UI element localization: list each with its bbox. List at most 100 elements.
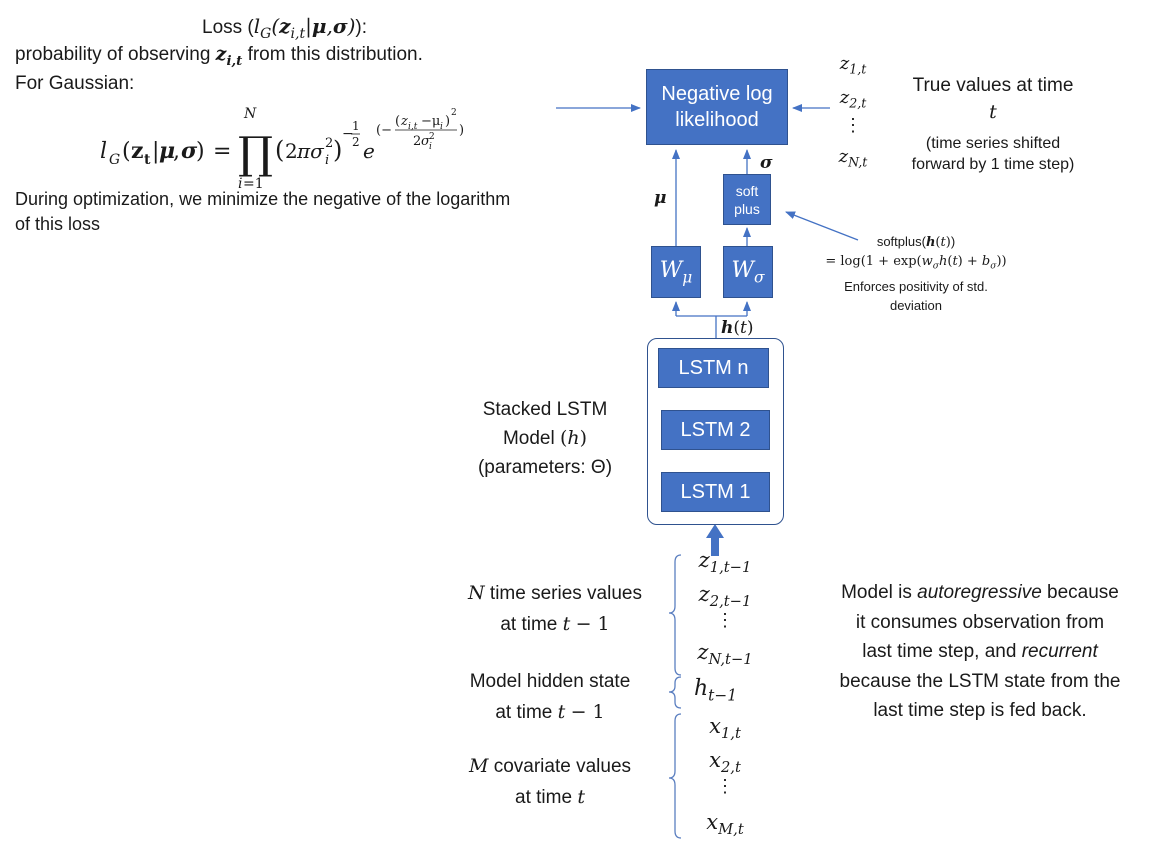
svg-text:(: (	[122, 139, 131, 164]
true-values-list: z1,t z2,t ⋮ zN,t	[833, 50, 873, 177]
svg-text:): )	[459, 123, 464, 138]
loss-note-line1: During optimization, we minimize the neg…	[15, 189, 511, 209]
svg-text:): )	[333, 136, 342, 164]
w-sigma-label: Wσ	[731, 257, 765, 287]
input-x1: x1,t	[709, 714, 741, 743]
input-h: ht−1	[694, 676, 738, 705]
ht-label: h(t)	[721, 318, 754, 338]
softplus-line1: soft	[735, 182, 759, 199]
svg-text:(−: (−	[376, 123, 392, 138]
loss-title: Loss (lG(zi,t|μ,σ)):	[202, 14, 367, 42]
svg-text:μ: μ	[159, 138, 175, 164]
svg-text:=: =	[213, 139, 231, 164]
svg-text:,: ,	[173, 139, 180, 164]
svg-text:l: l	[100, 139, 107, 164]
mu-label: μ	[654, 188, 667, 208]
svg-text:i: i	[429, 142, 432, 152]
input-to-lstm-arrow	[706, 524, 724, 556]
svg-text:i: i	[440, 122, 443, 132]
true-z2: z2,t	[839, 86, 867, 111]
true-values-title-line2: t	[989, 101, 997, 123]
svg-text:e: e	[363, 139, 375, 163]
softplus-note-line3: Enforces positivity of std.	[844, 278, 988, 294]
lstm-label-line1: Stacked LSTM	[482, 399, 608, 420]
svg-text:2: 2	[451, 108, 457, 118]
svg-text:i: i	[238, 176, 242, 192]
brace-timeseries	[668, 554, 682, 676]
svg-text:∏: ∏	[238, 128, 273, 179]
input-zn: zN,t−1	[697, 640, 753, 669]
w-mu-label: Wμ	[659, 257, 693, 287]
model-note-line4: because the LSTM state from the	[839, 670, 1121, 692]
w-sigma-box: Wσ	[723, 246, 773, 298]
label-hidden-line2: at time t − 1	[495, 701, 605, 723]
input-ts-list: z1,t−1 z2,t−1 ⋮ zN,t−1	[685, 548, 765, 668]
svg-text:t: t	[144, 152, 151, 168]
loss-line1-var: zi,t	[215, 43, 243, 69]
model-note: Model is autoregressive because it consu…	[808, 578, 1152, 726]
svg-text:|: |	[152, 139, 159, 164]
loss-line1-post: from this distribution.	[242, 44, 423, 65]
svg-text:2: 2	[325, 136, 333, 151]
softplus-note-line4: deviation	[889, 297, 943, 313]
lstm-n-label: LSTM n	[678, 357, 749, 379]
label-covariates-line2: at time t	[515, 786, 585, 808]
softplus-note-line2: = log(1 + exp(wσh(t) + bσ))	[825, 254, 1007, 272]
model-note-line1: Model is autoregressive because	[841, 582, 1119, 603]
softplus-note: softplus(h(t)) = log(1 + exp(wσh(t) + bσ…	[800, 232, 1032, 315]
svg-text:2: 2	[429, 132, 435, 142]
gaussian-formula: l G ( z t | μ , σ ) = N ∏ i=1 ( 2 πσ i 2…	[100, 106, 464, 192]
true-zn: zN,t	[838, 146, 868, 170]
svg-text:(: (	[275, 136, 284, 164]
loss-line1: probability of observing zi,t from this …	[15, 43, 423, 69]
svg-text:2: 2	[285, 139, 298, 163]
svg-text:2: 2	[413, 134, 421, 149]
input-z2: z2,t−1	[698, 582, 752, 611]
nll-line2: likelihood	[675, 109, 759, 131]
softplus-note-arrow	[785, 211, 859, 241]
softplus-line2: plus	[734, 200, 760, 217]
label-covariates-line1: M covariate values	[468, 755, 632, 777]
input-z1: z1,t−1	[698, 548, 752, 577]
input-z-dots: ⋮	[716, 610, 734, 631]
label-timeseries: N time series values at time t − 1	[449, 578, 661, 640]
lstm-2-label: LSTM 2	[680, 419, 751, 441]
true-values-sub-line1: (time series shifted	[925, 135, 1061, 152]
input-x-list: x1,t x2,t ⋮ xM,t	[685, 714, 765, 838]
lstm-1-label: LSTM 1	[680, 481, 751, 503]
svg-text:(: (	[395, 114, 400, 129]
lstm-2-box: LSTM 2	[661, 410, 770, 450]
svg-text:−μ: −μ	[421, 114, 440, 129]
label-timeseries-line1: N time series values	[468, 582, 642, 604]
svg-text:σ: σ	[421, 134, 431, 149]
input-xm: xM,t	[706, 810, 744, 839]
input-x2: x2,t	[709, 748, 741, 777]
label-timeseries-line2: at time t − 1	[500, 613, 610, 635]
label-hidden: Model hidden state at time t − 1	[445, 667, 655, 728]
svg-text:i,t: i,t	[408, 122, 418, 132]
softplus-box: soft plus	[723, 174, 771, 225]
svg-text:z: z	[400, 114, 408, 129]
model-note-line2: it consumes observation from	[855, 611, 1105, 633]
loss-line1-pre: probability of observing	[15, 44, 216, 65]
label-covariates: M covariate values at time t	[445, 751, 655, 813]
svg-text:z: z	[131, 138, 144, 164]
svg-text:−: −	[342, 126, 354, 142]
svg-text:1: 1	[352, 119, 360, 133]
loss-note-line2: of this loss	[15, 214, 101, 234]
model-note-line5: last time step is fed back.	[873, 700, 1087, 721]
true-values-title-line1: True values at time	[912, 75, 1074, 96]
w-mu-box: Wμ	[651, 246, 701, 298]
sigma-label: σ	[760, 153, 773, 173]
svg-text:N: N	[243, 106, 257, 122]
loss-line2: For Gaussian:	[15, 73, 135, 94]
true-dots: ⋮	[844, 115, 862, 137]
lstm-label-line2: Model (h)	[502, 427, 588, 449]
true-values-sub: (time series shifted forward by 1 time s…	[893, 133, 1093, 175]
true-values-title: True values at time t	[893, 75, 1093, 123]
true-z1: z1,t	[839, 53, 867, 77]
loss-title-math: lG(zi,t|μ,σ)	[253, 14, 356, 42]
true-values-sub-line2: forward by 1 time step)	[911, 156, 1075, 173]
lstm-n-box: LSTM n	[658, 348, 769, 388]
lstm-label-line3: (parameters: Θ)	[477, 457, 613, 478]
